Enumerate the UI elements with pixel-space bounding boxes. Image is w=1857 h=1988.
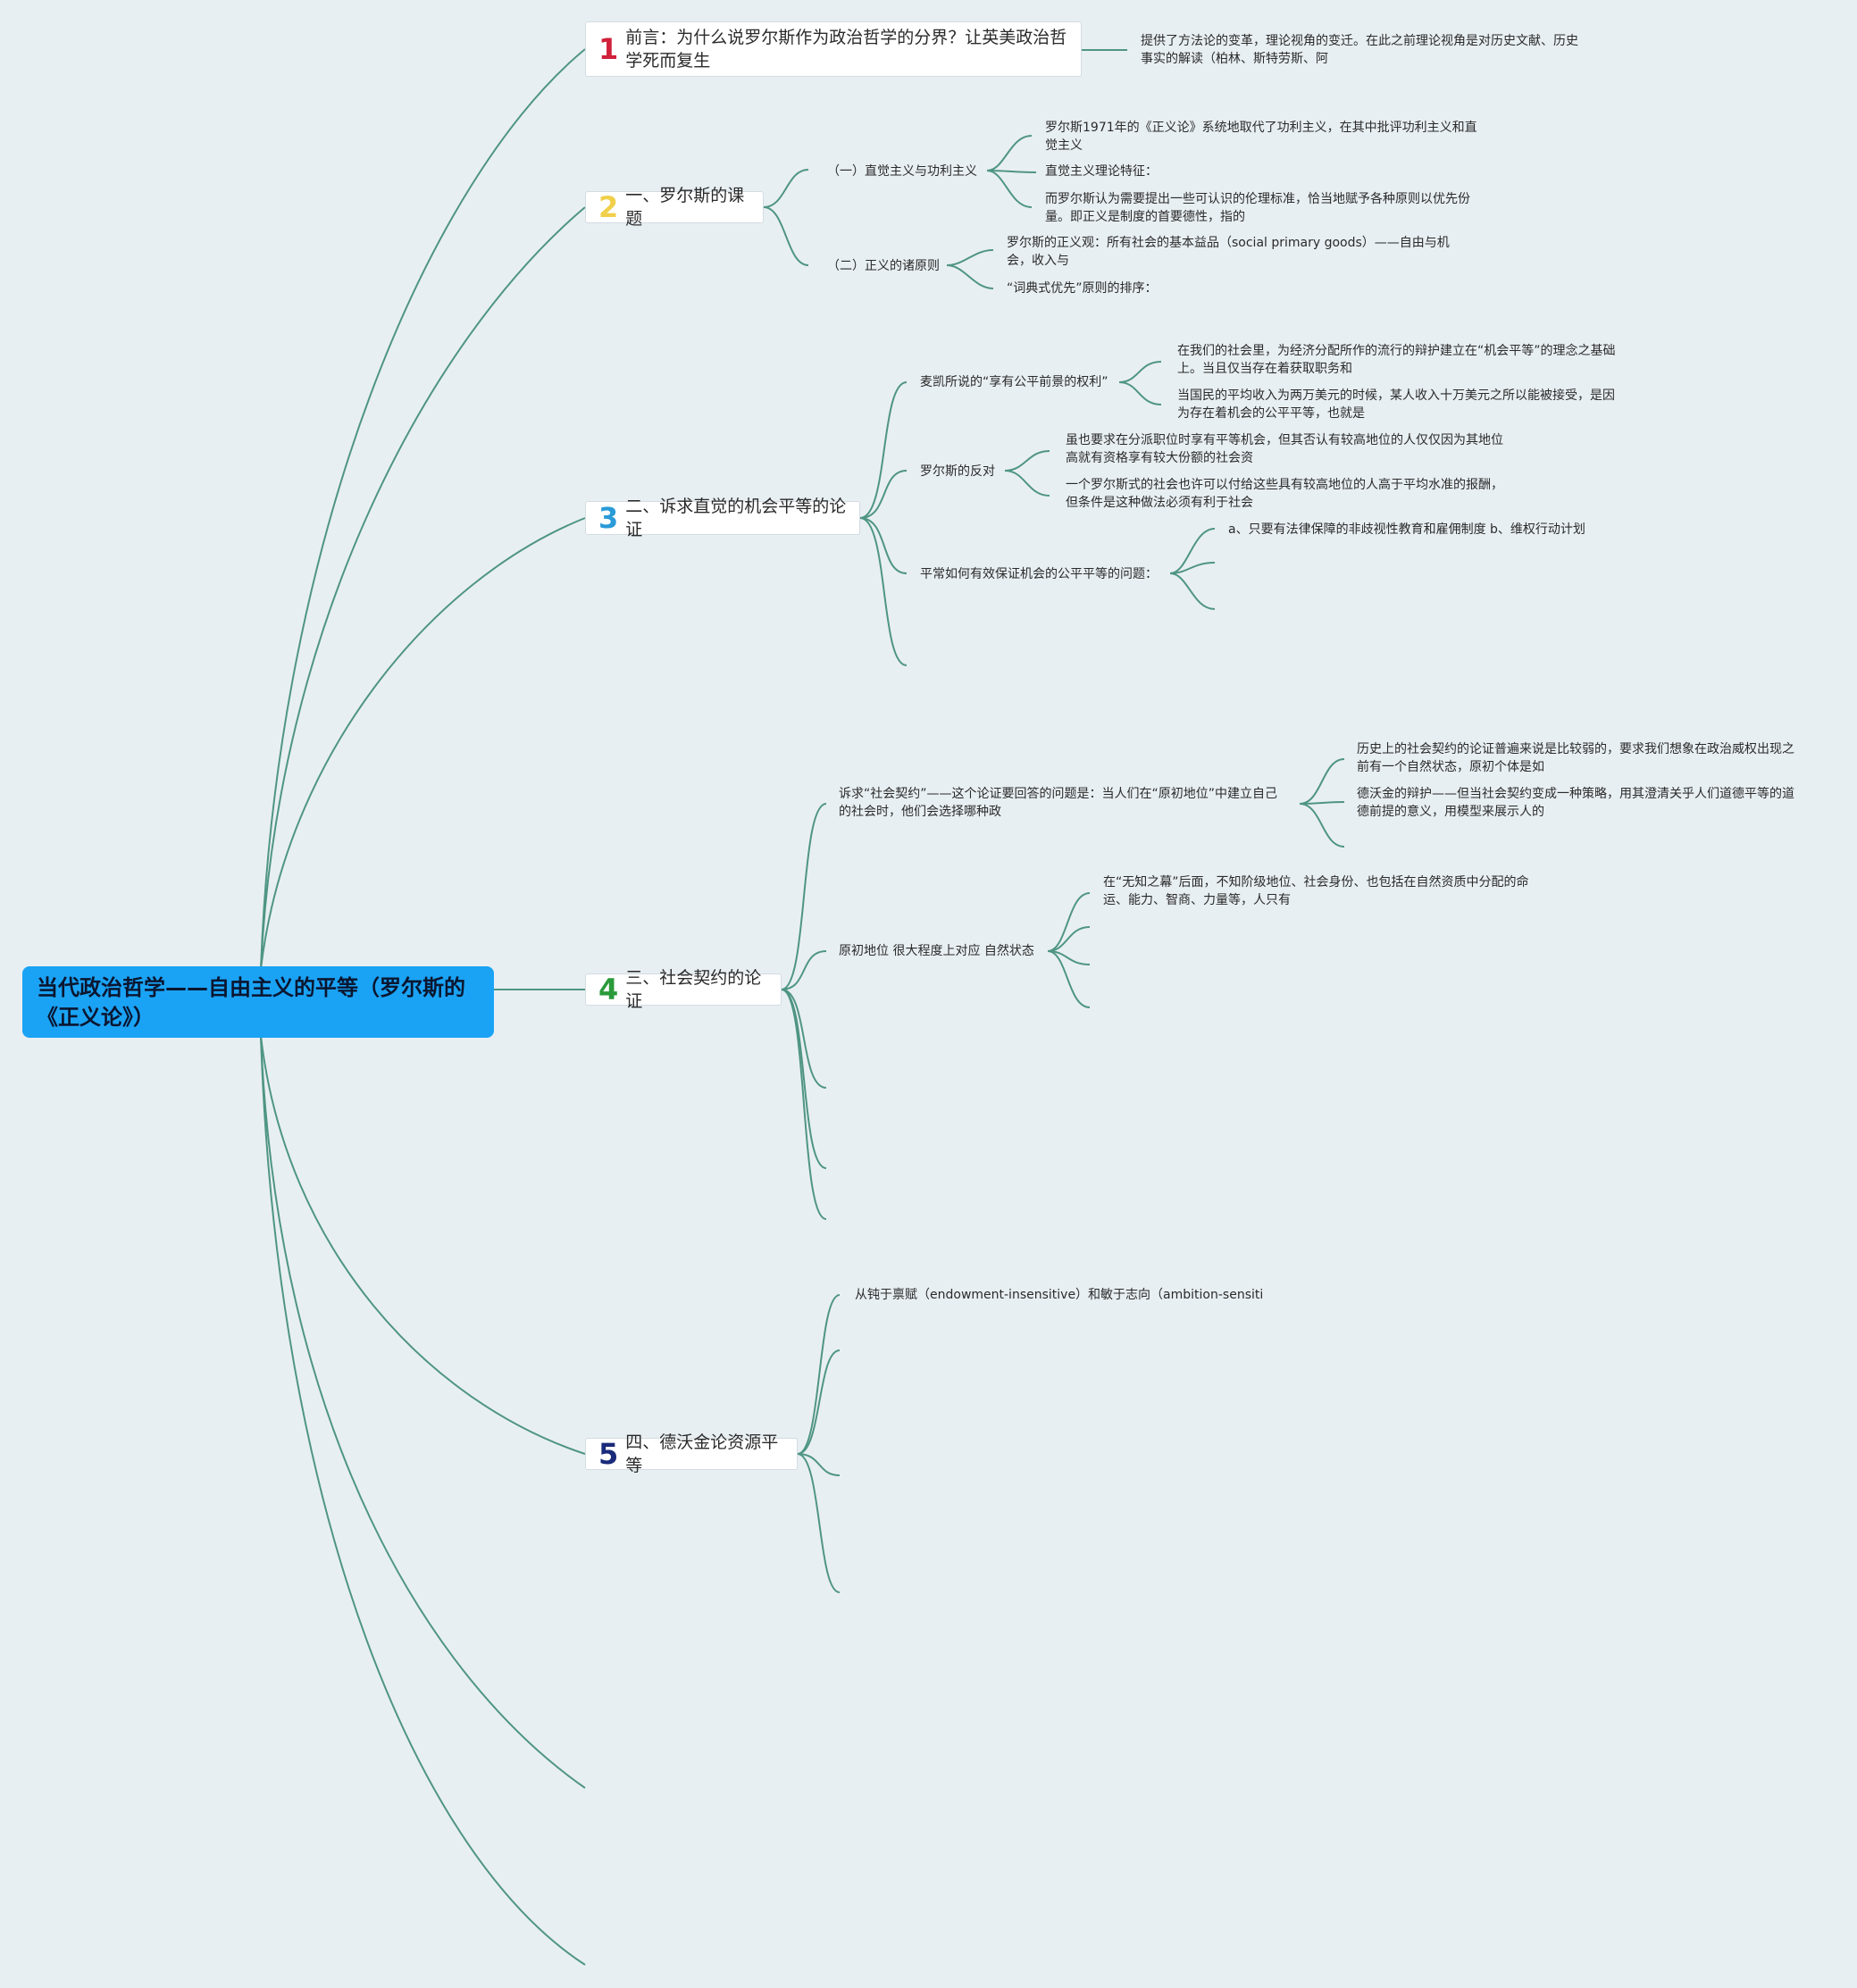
branch-number: 5 <box>598 1437 619 1471</box>
subtopic-ensure-fair-opportunity[interactable]: 平常如何有效保证机会的公平平等的问题： <box>920 567 1158 581</box>
leaf-ethical-standards[interactable]: 而罗尔斯认为需要提出一些可认识的伦理标准，恰当地赋予各种原则以优先份量。即正义是… <box>1045 192 1470 224</box>
subtopic-principles-of-justice[interactable]: （二）正义的诸原则 <box>827 259 940 273</box>
subtopic-mackay-fair-prospects[interactable]: 麦凯所说的“享有公平前景的权利” <box>920 375 1108 389</box>
leaf-historical-contract[interactable]: 历史上的社会契约的论证普遍来说是比较弱的，要求我们想象在政治威权出现之前有一个自… <box>1357 742 1794 774</box>
branch-number: 2 <box>598 190 619 224</box>
branch-2-rawls-topic[interactable]: 2 一、罗尔斯的课题 <box>585 186 764 229</box>
branch-label: 三、社会契约的论证 <box>625 968 762 1011</box>
leaf-veil-of-ignorance[interactable]: 在“无知之幕”后面，不知阶级地位、社会身份、也包括在自然资质中分配的命运、能力、… <box>1103 875 1529 907</box>
subtopic-intuitionism-utilitarianism[interactable]: （一）直觉主义与功利主义 <box>827 164 977 179</box>
leaf-intuitionism-features[interactable]: 直觉主义理论特征： <box>1045 164 1158 179</box>
subtopic-endowment-ambition[interactable]: 从钝于禀赋（endowment-insensitive）和敏于志向（ambiti… <box>855 1288 1264 1302</box>
branch-label: 二、诉求直觉的机会平等的论证 <box>625 497 847 539</box>
leaf-theory-of-justice-1971[interactable]: 罗尔斯1971年的《正义论》系统地取代了功利主义，在其中批评功利主义和直觉主义 <box>1045 121 1477 153</box>
branch-4-social-contract[interactable]: 4 三、社会契约的论证 <box>585 968 782 1011</box>
branch-label: 前言：为什么说罗尔斯作为政治哲学的分界？让英美政治哲学死而复生 <box>625 28 1067 71</box>
leaf-lexical-priority[interactable]: “词典式优先”原则的排序： <box>1007 281 1158 296</box>
branch-label: 四、德沃金论资源平等 <box>625 1433 779 1475</box>
branch-number: 4 <box>598 973 619 1007</box>
subtopic-rawls-objection[interactable]: 罗尔斯的反对 <box>920 464 995 479</box>
leaf-dworkin-defense[interactable]: 德沃金的辩护——但当社会契约变成一种策略，用其澄清关乎人们道德平等的道德前提的意… <box>1357 787 1794 819</box>
leaf-equal-opportunity-positions[interactable]: 虽也要求在分派职位时享有平等机会，但其否认有较高地位的人仅仅因为其地位高就有资格… <box>1066 433 1503 465</box>
leaf-preface-method[interactable]: 提供了方法论的变革，理论视角的变迁。在此之前理论视角是对历史文献、历史事实的解读… <box>1141 34 1578 66</box>
leaf-anti-discrimination[interactable]: a、只要有法律保障的非歧视性教育和雇佣制度 b、维权行动计划 <box>1228 522 1585 537</box>
leaf-higher-pay-condition[interactable]: 一个罗尔斯式的社会也许可以付给这些具有较高地位的人高于平均水准的报酬，但条件是这… <box>1066 478 1503 510</box>
leaf-economic-justification[interactable]: 在我们的社会里，为经济分配所作的流行的辩护建立在“机会平等”的理念之基础上。当且… <box>1177 344 1616 376</box>
branch-1-preface[interactable]: 1 前言：为什么说罗尔斯作为政治哲学的分界？让英美政治哲学死而复生 <box>585 21 1082 77</box>
branch-5-dworkin-resources[interactable]: 5 四、德沃金论资源平等 <box>585 1433 798 1475</box>
branch-3-equal-opportunity[interactable]: 3 二、诉求直觉的机会平等的论证 <box>585 497 860 539</box>
branch-number: 3 <box>598 501 619 535</box>
branch-number: 1 <box>598 32 619 66</box>
leaf-average-income[interactable]: 当国民的平均收入为两万美元的时候，某人收入十万美元之所以能被接受，是因为存在着机… <box>1177 388 1615 421</box>
branch-label: 一、罗尔斯的课题 <box>625 186 745 229</box>
subtopic-original-position[interactable]: 原初地位 很大程度上对应 自然状态 <box>839 944 1034 958</box>
root-topic[interactable]: 当代政治哲学——自由主义的平等（罗尔斯的《正义论》） <box>22 966 494 1038</box>
leaf-social-primary-goods[interactable]: 罗尔斯的正义观：所有社会的基本益品（social primary goods）—… <box>1007 236 1450 268</box>
subtopic-social-contract-appeal[interactable]: 诉求“社会契约”——这个论证要回答的问题是：当人们在“原初地位”中建立自己的社会… <box>839 787 1278 819</box>
